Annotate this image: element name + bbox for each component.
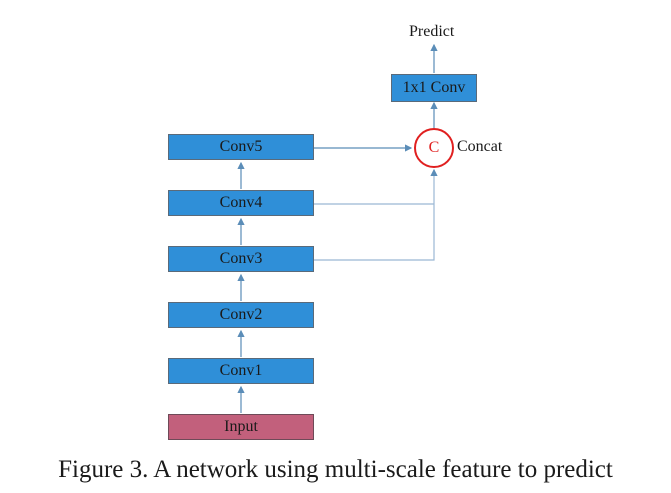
- predict-label: Predict: [409, 23, 455, 40]
- conv5-block: Conv5: [168, 134, 314, 160]
- concat-node: C: [414, 128, 454, 168]
- concat-label: Concat: [457, 138, 503, 155]
- figure-caption: Figure 3. A network using multi-scale fe…: [58, 456, 613, 483]
- conv1-block: Conv1: [168, 358, 314, 384]
- 1x1-conv-block: 1x1 Conv: [391, 74, 477, 102]
- conv4-block: Conv4: [168, 190, 314, 216]
- input-block: Input: [168, 414, 314, 440]
- conv3-block: Conv3: [168, 246, 314, 272]
- line-conv3-concat: [314, 168, 438, 261]
- conv2-block: Conv2: [168, 302, 314, 328]
